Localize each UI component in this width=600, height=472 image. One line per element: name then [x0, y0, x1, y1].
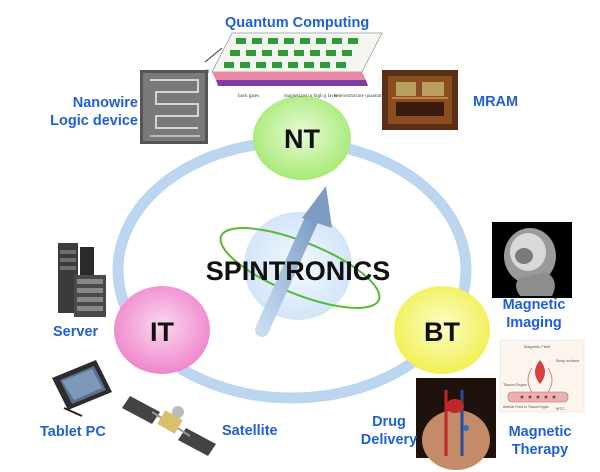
server-label: Server — [53, 324, 99, 340]
mri-image — [492, 222, 572, 298]
magnetic-therapy-line2: Therapy — [511, 442, 569, 458]
magnetic-therapy-label: Magnetic Therapy — [500, 423, 580, 459]
orbit-path — [219, 227, 381, 309]
drug-delivery-image — [416, 378, 496, 470]
therapy-text-tissue: Tissue/Organ — [503, 382, 527, 387]
nt-hub-label: NT — [284, 124, 320, 154]
nanowire-logic-label: Nanowire Logic device — [44, 94, 138, 130]
drug-delivery-line1: Drug — [372, 414, 406, 430]
drug-delivery-label: Drug Delivery — [356, 413, 422, 449]
qc-caption-quantum-well: heterostructure quantum well — [334, 94, 393, 99]
it-hub — [114, 286, 210, 374]
nanowire-label-line2: Logic device — [50, 113, 138, 129]
therapy-text-field: Magnetic Field — [524, 344, 550, 349]
quantum-computing-label: Quantum Computing — [225, 15, 370, 31]
qc-caption-back-gates: back gates — [238, 94, 259, 99]
bt-hub-label: BT — [424, 317, 460, 347]
quantum-computing-figure: B back gates magnetized or high g layer … — [204, 32, 393, 99]
magnetic-therapy-figure: Magnetic Field Body surface Tissue/Organ… — [499, 339, 585, 413]
therapy-text-mtc: MTC — [556, 406, 565, 411]
magnetic-imaging-line2: Imaging — [506, 315, 562, 331]
spin-arrow — [255, 186, 332, 337]
therapy-text-feed: Arterial Feed to Tissue/Organ — [503, 405, 549, 409]
it-hub-label: IT — [150, 317, 175, 347]
server-image — [58, 243, 106, 317]
tablet-pc-label: Tablet PC — [40, 424, 106, 440]
magnetic-therapy-line1: Magnetic — [508, 424, 572, 440]
qc-caption-magnetized: magnetized or high g layer — [284, 94, 338, 99]
mram-chip-image — [382, 70, 458, 130]
nanowire-label-line1: Nanowire — [72, 95, 138, 111]
nt-hub — [253, 96, 351, 180]
satellite-image — [122, 396, 216, 456]
mram-label: MRAM — [473, 94, 519, 110]
drug-delivery-line2: Delivery — [360, 432, 418, 448]
center-title: SPINTRONICS — [206, 256, 391, 286]
therapy-text-surface: Body surface — [556, 358, 580, 363]
nanowire-device-image — [140, 70, 208, 144]
satellite-label: Satellite — [222, 423, 278, 439]
magnetic-imaging-label: Magnetic Imaging — [494, 296, 574, 332]
tablet-pc-image — [52, 360, 112, 417]
magnetic-imaging-line1: Magnetic — [502, 297, 566, 313]
bt-hub — [394, 286, 490, 374]
